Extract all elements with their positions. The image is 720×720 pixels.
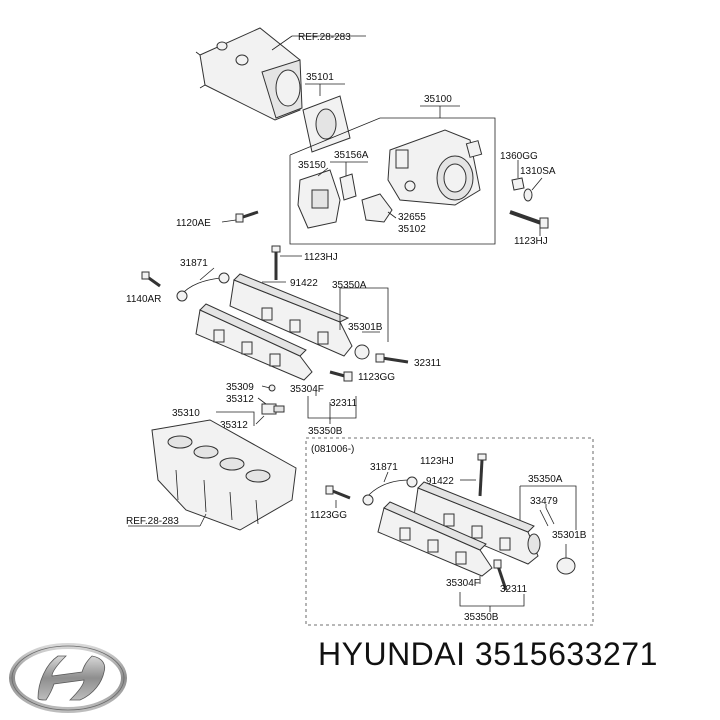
label-35301B: 35301B (348, 322, 383, 333)
inset-label-1123GG: 1123GG (310, 510, 347, 521)
bolt-1140AR (141, 271, 161, 288)
fuel-rail-upper (229, 273, 370, 360)
throttle-body (387, 129, 483, 206)
label-35350A: 35350A (332, 280, 367, 291)
intake-manifold (151, 419, 297, 531)
inset-bolt-1123HJ (477, 453, 487, 497)
sensor-35150 (297, 169, 341, 229)
part-number: 3515633271 (474, 636, 658, 672)
inset-fuel-hose (362, 476, 418, 506)
inset-label-35350B: 35350B (464, 612, 499, 623)
label-35312b: 35312 (220, 420, 248, 431)
label-32311b: 32311 (330, 398, 358, 409)
sensor-32311 (375, 353, 409, 364)
label-91422: 91422 (290, 278, 318, 289)
injector-35310 (261, 384, 285, 415)
label-1310SA: 1310SA (520, 166, 556, 177)
label-1120AE: 1120AE (176, 218, 211, 229)
inset-sensor-32311 (493, 559, 508, 591)
inset-label-91422: 91422 (426, 476, 454, 487)
label-31871: 31871 (180, 258, 208, 269)
fuel-rail-lower (195, 303, 313, 381)
bolt-1123HJ-a (509, 210, 549, 229)
brand-name: HYUNDAI (318, 636, 466, 672)
bolt-1123HJ-b (271, 245, 281, 280)
intake-plenum (195, 27, 303, 121)
label-35101: 35101 (306, 72, 334, 83)
label-1123HJ-b: 1123HJ (304, 252, 338, 263)
label-35309: 35309 (226, 382, 254, 393)
inset-label-35304F: 35304F (446, 578, 480, 589)
ref-label-bottom: REF.28-283 (126, 516, 179, 527)
inset-clip-33479 (539, 507, 555, 527)
sensor-32655 (361, 193, 393, 223)
fuel-hose-31871 (176, 272, 230, 302)
inset-label-35301B: 35301B (552, 530, 587, 541)
label-35310: 35310 (172, 408, 200, 419)
gasket-35156A (339, 173, 357, 201)
inset-label-35350A: 35350A (528, 474, 563, 485)
inset-fuel-rail-upper (413, 481, 541, 565)
label-35304F: 35304F (290, 384, 324, 395)
label-35350B: 35350B (308, 426, 343, 437)
label-32655: 32655 (398, 212, 426, 223)
inset-label-33479: 33479 (530, 496, 558, 507)
nut-1360GG (511, 177, 525, 191)
label-1123GG: 1123GG (358, 372, 395, 383)
inset-fuel-rail-lower (377, 501, 493, 577)
inset-label-1123HJ: 1123HJ (420, 456, 454, 467)
inset-label-32311: 32311 (500, 584, 528, 595)
hyundai-logo-icon (9, 643, 127, 713)
label-35102: 35102 (398, 224, 426, 235)
label-1360GG: 1360GG (500, 151, 538, 162)
ref-label-top: REF.28-283 (298, 32, 351, 43)
label-32311: 32311 (414, 358, 442, 369)
label-35156A: 35156A (334, 150, 369, 161)
inset-date: (081006-) (311, 444, 354, 455)
inset-bolt-1123GG (325, 485, 351, 500)
inset-frame (305, 437, 594, 626)
label-35150: 35150 (298, 160, 326, 171)
inset-label-31871: 31871 (370, 462, 398, 473)
bolt-1123GG (329, 370, 353, 382)
label-1140AR: 1140AR (126, 294, 161, 305)
gasket-35101 (302, 95, 351, 153)
washer-1310SA (523, 188, 533, 202)
brand-and-part-number: HYUNDAI 3515633271 (318, 636, 658, 673)
label-35100: 35100 (424, 94, 452, 105)
label-1123HJ-a: 1123HJ (514, 236, 548, 247)
bolt-1120AE (235, 210, 259, 223)
inset-plug-35301B (556, 557, 576, 575)
label-35312a: 35312 (226, 394, 254, 405)
